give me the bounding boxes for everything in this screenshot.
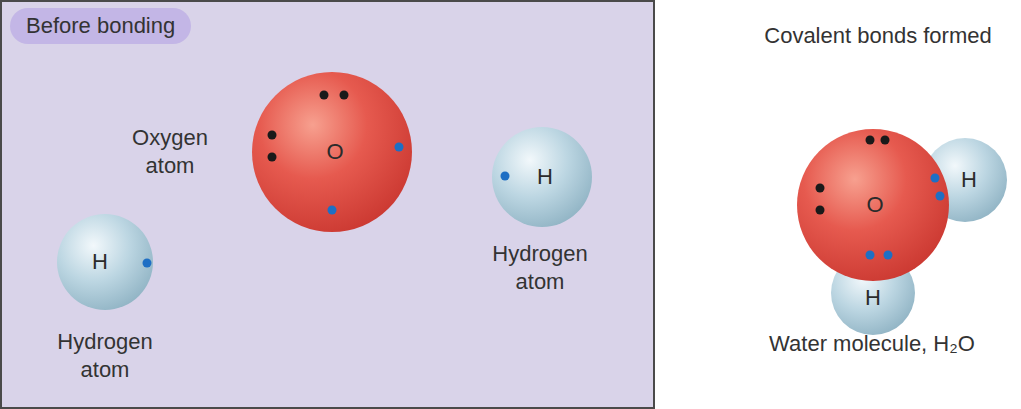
sphere-body <box>57 214 153 310</box>
electron-dot <box>320 91 329 100</box>
electron-dot <box>143 259 152 268</box>
atom-label: Hydrogen atom <box>50 328 160 383</box>
element-symbol: H <box>92 251 108 273</box>
electron-dot <box>268 153 277 162</box>
atom-label: Hydrogen atom <box>485 240 595 295</box>
electron-dot <box>328 206 337 215</box>
oxygen-atom: O <box>252 72 412 232</box>
element-symbol: H <box>537 166 553 188</box>
element-symbol: H <box>865 287 881 309</box>
oxygen-atom: O <box>797 129 949 281</box>
element-symbol: O <box>326 141 343 163</box>
sphere-body <box>831 251 915 335</box>
electron-dot <box>931 174 940 183</box>
electron-dot <box>501 172 510 181</box>
electron-dot <box>884 251 893 260</box>
electron-dot <box>936 192 945 201</box>
sphere-body <box>492 127 592 227</box>
sphere-body <box>797 129 949 281</box>
electron-dot <box>268 131 277 140</box>
electron-dot <box>816 184 825 193</box>
electron-dot <box>395 143 404 152</box>
hydrogen-atom: H <box>57 214 153 310</box>
element-symbol: H <box>961 169 977 191</box>
sphere-body <box>252 72 412 232</box>
sphere-body <box>923 138 1007 222</box>
electron-dot <box>881 136 890 145</box>
electron-dot <box>340 91 349 100</box>
electron-dot <box>866 136 875 145</box>
section-heading: Covalent bonds formed <box>748 22 1008 50</box>
electron-dot <box>866 251 875 260</box>
element-symbol: O <box>866 194 883 216</box>
electron-dot <box>816 206 825 215</box>
atom-label: Oxygen atom <box>118 124 222 179</box>
hydrogen-atom: H <box>492 127 592 227</box>
panel-heading: Before bonding <box>10 8 191 44</box>
